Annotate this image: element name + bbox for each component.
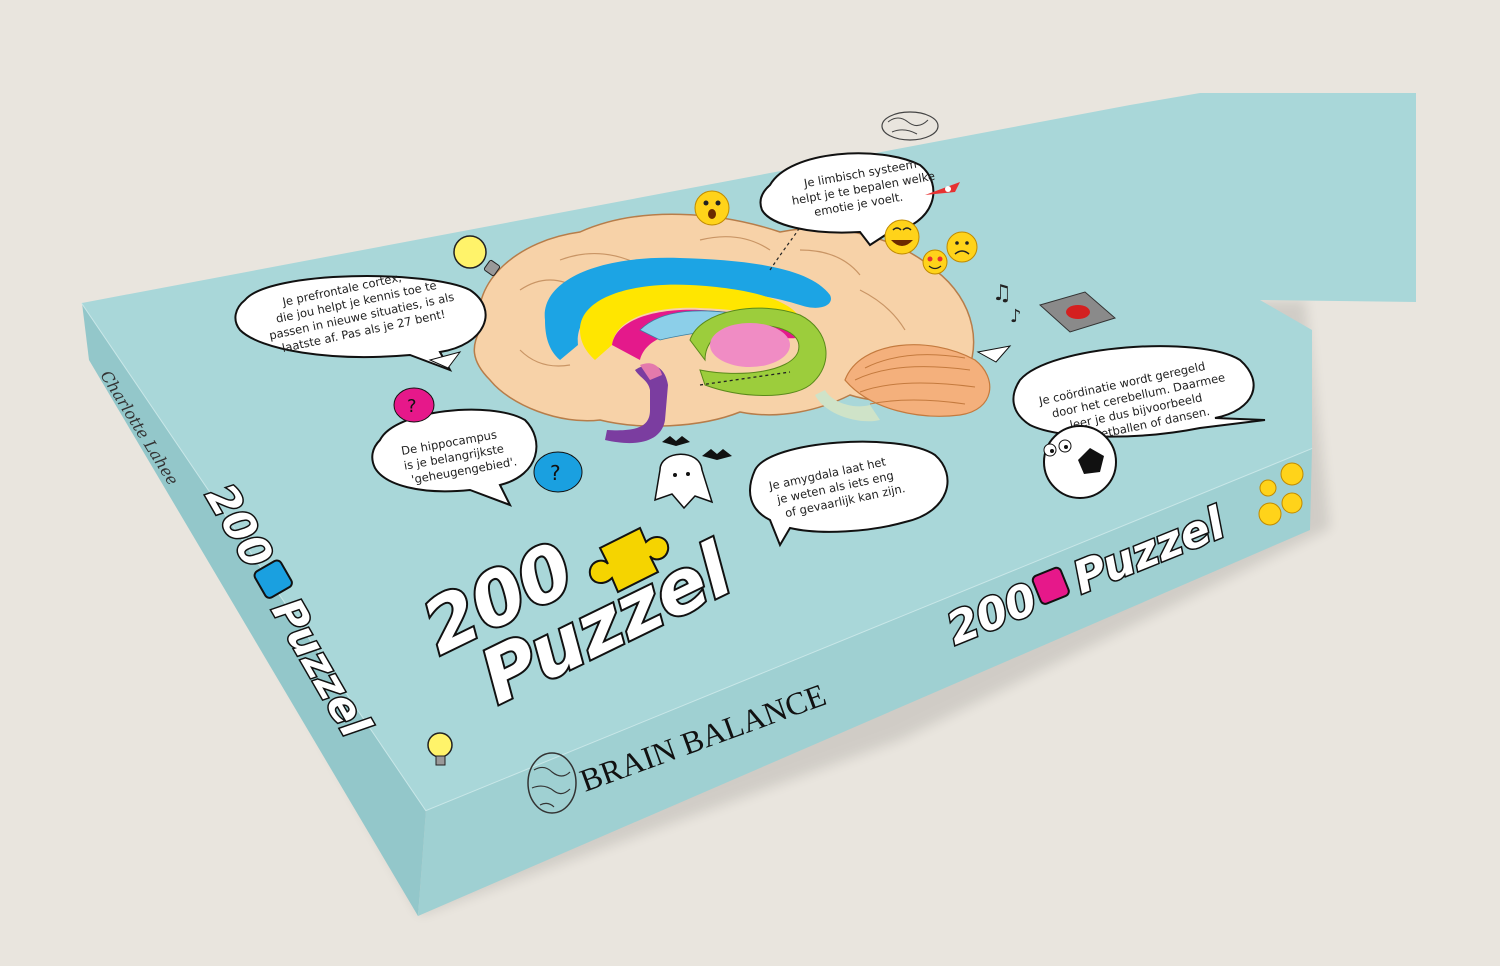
bubble-amygdala: Je amygdala laat het je weten als iets e… [749,440,949,548]
brand-brain-icon [527,752,577,814]
box-front-side [418,448,1312,916]
left-side-lightbulb-icon [427,732,453,766]
bubble-cerebellum: Je coördinatie wordt geregeld door het c… [1012,345,1266,444]
paper-plane-icon [428,345,1012,369]
puzzle-piece-icon-magenta [1031,566,1070,605]
bubble-limbic: Je limbisch systeem helpt je te bepalen … [759,152,936,247]
box-lid [82,93,1416,810]
puzzle-piece-icon-yellow [588,526,670,594]
brain-illustration [473,213,991,444]
lid-emoji-cluster [1258,462,1304,526]
sad-emoji-icon [946,231,978,263]
brain-outline-icon [881,111,939,141]
puzzle-piece-icon-blue [253,559,293,599]
red-button-icon [1038,291,1117,333]
bat-icon [662,436,732,460]
svg-text:♫: ♫ [992,281,1012,306]
surprised-emoji-icon [694,190,730,226]
question-bubble-icon: ? ? [393,387,583,493]
soccer-ball-icon [1043,425,1117,499]
svg-text:?: ? [407,396,417,417]
music-notes-icon: ♫ ♪ [992,281,1022,327]
box-left-side [82,303,426,916]
bubble-hippocampus: De hippocampus is je belangrijkste 'gehe… [371,408,538,507]
laughing-emoji-icon [884,219,920,255]
heart-eyes-emoji-icon [922,249,948,275]
ghost-icon [654,453,714,510]
svg-text:?: ? [550,461,561,485]
bubble-prefrontal: Je prefrontale cortex, die jou helpt je … [234,270,487,372]
rocket-icon [925,182,960,195]
lightbulb-icon [453,235,501,277]
svg-text:♪: ♪ [1010,306,1022,327]
